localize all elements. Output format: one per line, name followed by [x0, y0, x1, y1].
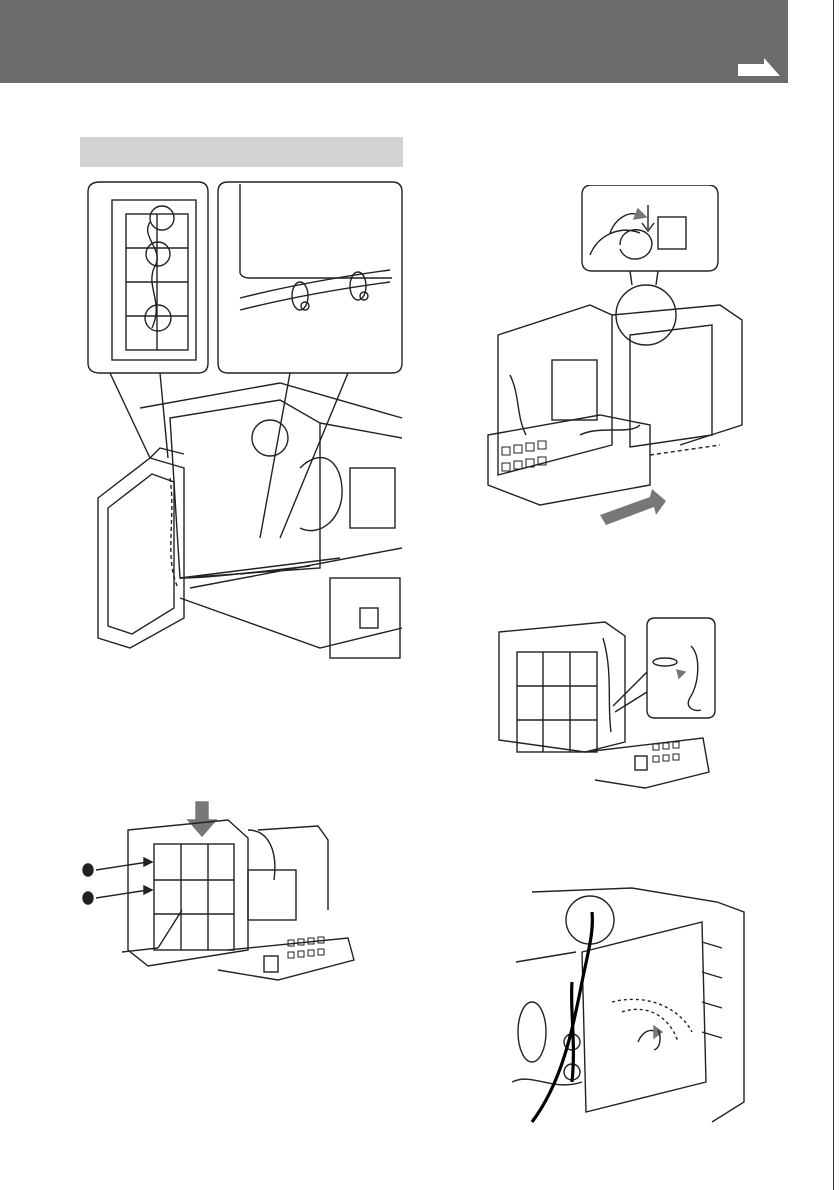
page-edge-line [833, 0, 834, 1190]
wiring-illustration [512, 882, 747, 1132]
header-band [0, 0, 788, 83]
right-arrow-icon [738, 58, 780, 76]
circuit-board-illustration [480, 185, 750, 540]
cable-clamp-illustration [495, 612, 723, 792]
screw-illustration [78, 790, 368, 990]
crt-chassis-illustration [80, 178, 405, 668]
section-bar [80, 137, 403, 167]
